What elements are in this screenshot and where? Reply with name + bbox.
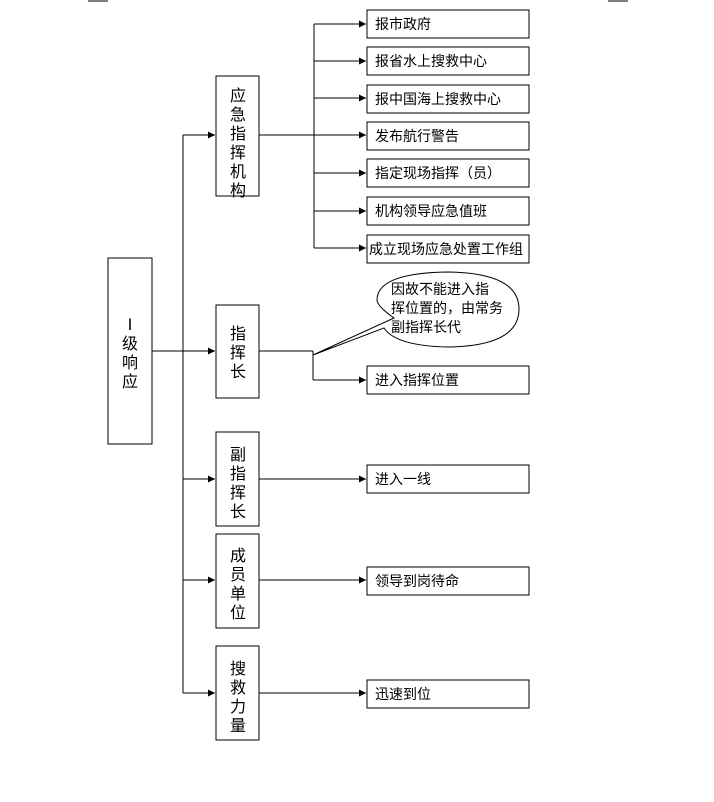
action-report-city-government: 报市政府 xyxy=(375,16,431,33)
note-line-1: 因故不能进入指 xyxy=(391,282,489,298)
group-box-deputy-commander xyxy=(215,431,260,527)
group-box-rescue-forces xyxy=(215,645,260,741)
action-report-provincial-center: 报省水上搜救中心 xyxy=(375,54,487,70)
action-report-national-center: 报中国海上搜救中心 xyxy=(375,92,501,108)
note-callout: 因故不能进入指 挥位置的，由常务 副指挥长代 xyxy=(312,271,520,356)
group-label-member-units: 成员单位 xyxy=(230,546,246,622)
action-leaders-standby: 领导到岗待命 xyxy=(375,573,459,590)
action-rapid-deploy: 迅速到位 xyxy=(375,687,431,703)
group-box-member-units xyxy=(215,533,260,629)
note-line-3: 副指挥长代 xyxy=(391,320,461,336)
action-leadership-duty: 机构领导应急值班 xyxy=(375,203,487,220)
group-label-commander: 指挥长 xyxy=(230,324,246,381)
action-nodes: 报市政府 报省水上搜救中心 报中国海上搜救中心 发布航行警告 指定现场指挥（员）… xyxy=(366,9,530,709)
connectors xyxy=(152,20,366,697)
group-box-command-agency xyxy=(215,75,260,197)
action-navigation-warning: 发布航行警告 xyxy=(375,129,459,145)
action-form-site-team: 成立现场应急处置工作组 xyxy=(369,241,523,258)
group-label-command-agency: 应急指挥机构 xyxy=(230,86,246,200)
action-assign-site-commander: 指定现场指挥（员） xyxy=(375,166,501,182)
group-label-deputy-commander: 副指挥长 xyxy=(230,445,246,521)
note-line-2: 挥位置的，由常务 xyxy=(391,301,503,317)
action-go-frontline: 进入一线 xyxy=(375,472,431,488)
group-box-commander xyxy=(215,304,260,399)
group-label-rescue-forces: 搜救力量 xyxy=(230,659,246,735)
action-enter-command-post: 进入指挥位置 xyxy=(375,373,459,389)
